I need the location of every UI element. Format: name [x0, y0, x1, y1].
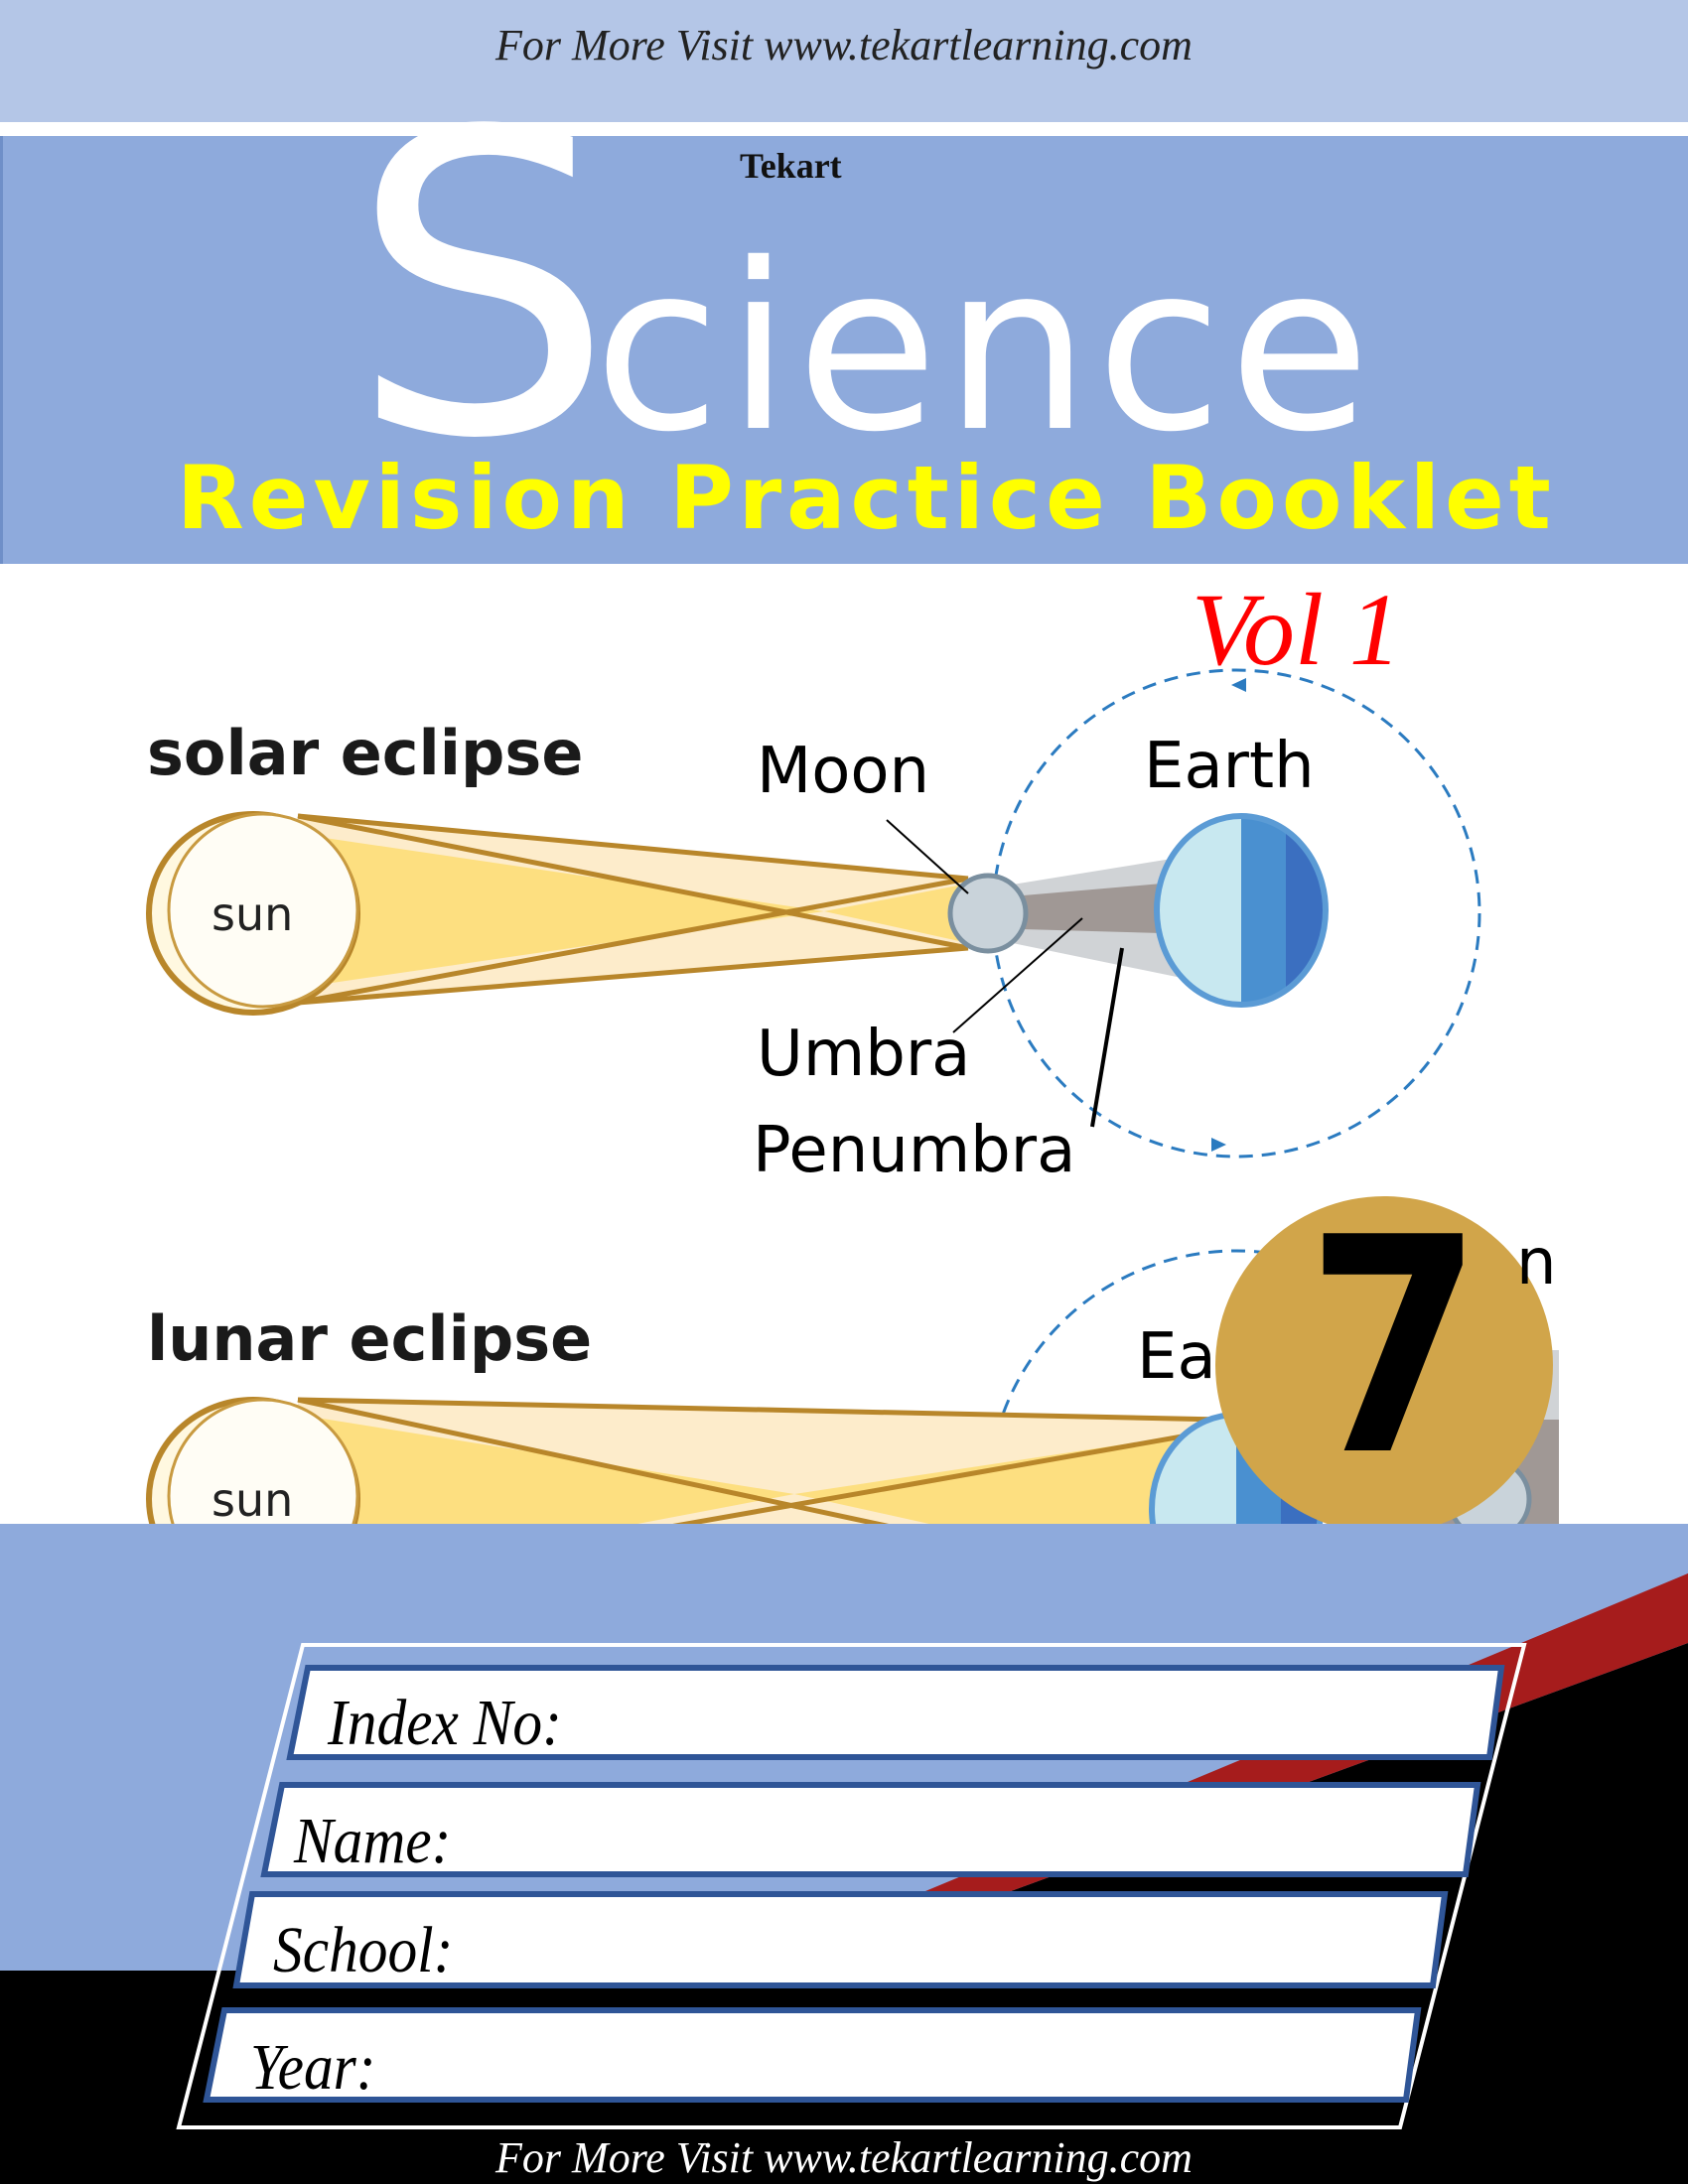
- umbra-label: Umbra: [757, 1018, 971, 1091]
- lunar-eclipse-diagram: [146, 1196, 1559, 1524]
- moon-icon: [947, 873, 1029, 954]
- title-initial: S: [350, 45, 615, 530]
- penumbra-label: Penumbra: [753, 1114, 1076, 1187]
- title-rest: cience: [594, 214, 1377, 482]
- grade-badge: [1215, 1196, 1553, 1524]
- lunar-eclipse-title: lunar eclipse: [147, 1302, 593, 1375]
- footer-visit-link[interactable]: For More Visit www.tekartlearning.com: [495, 2133, 1193, 2182]
- top-visit-link[interactable]: For More Visit www.tekartlearning.com: [495, 21, 1193, 69]
- top-banner: [0, 0, 1688, 122]
- school-field[interactable]: School:: [273, 1914, 454, 1986]
- eclipse-illustration: [146, 668, 1559, 1524]
- name-field[interactable]: Name:: [294, 1805, 452, 1877]
- grade-number: 7: [1306, 1174, 1483, 1521]
- lunar-moon-label-partial: n: [1516, 1226, 1557, 1299]
- volume-label: Vol 1: [1192, 573, 1401, 687]
- year-field[interactable]: Year:: [250, 2031, 376, 2104]
- moon-label: Moon: [757, 735, 930, 808]
- brand-name: Tekart: [740, 146, 842, 186]
- earth-label: Earth: [1144, 730, 1315, 803]
- lunar-earth-label-partial: Ea: [1137, 1320, 1216, 1394]
- solar-eclipse-title: solar eclipse: [147, 717, 584, 789]
- bottom-panel: [0, 1524, 1688, 2184]
- subtitle: Revision Practice Booklet: [177, 447, 1556, 549]
- earth-icon: [1157, 816, 1326, 1005]
- solar-sun-label: sun: [211, 887, 294, 941]
- title-block: [0, 136, 1688, 564]
- lunar-sun-label: sun: [211, 1473, 294, 1527]
- index-no-field[interactable]: Index No:: [328, 1687, 562, 1759]
